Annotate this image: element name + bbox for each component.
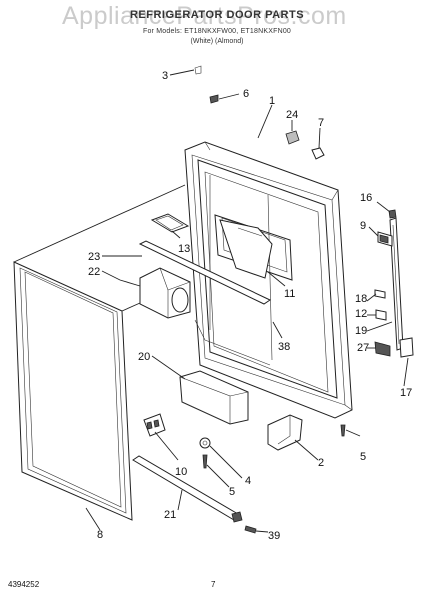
- callout-8: 8: [97, 529, 103, 541]
- screw-6-part: [209, 94, 219, 104]
- callout-7: 7: [318, 117, 324, 129]
- screw-side-part: [340, 424, 346, 437]
- callout-39: 39: [268, 530, 280, 542]
- callout-17: 17: [400, 387, 412, 399]
- door-gasket-part: [13, 261, 133, 521]
- bushing-part: [199, 437, 211, 449]
- callout-10: 10: [175, 466, 187, 478]
- shelf-bar-upper-part: [138, 240, 272, 305]
- callout-9: 9: [360, 220, 366, 232]
- callout-labels: 3 6 1 24 7 13 23 22 11 38 20 16 9 18 12 …: [88, 70, 412, 542]
- cap-24-part: [285, 130, 300, 145]
- callout-5-right: 5: [360, 451, 366, 463]
- door-liner-part: [184, 141, 353, 419]
- diagram-title: REFRIGERATOR DOOR PARTS: [129, 9, 305, 21]
- door-shelf-part: [219, 219, 273, 279]
- callout-12: 12: [355, 308, 367, 320]
- screw-3-part: [194, 65, 202, 75]
- callout-16: 16: [360, 192, 372, 204]
- door-stop-part: [267, 414, 303, 451]
- document-number: 4394252: [8, 580, 40, 589]
- callout-23: 23: [88, 251, 100, 263]
- callout-5-lower: 5: [229, 486, 235, 498]
- model-numbers: For Models: ET18NKXFW00, ET18NKXFN00: [142, 28, 292, 35]
- callout-3: 3: [162, 70, 168, 82]
- bottom-strip-part: [132, 455, 243, 523]
- callout-21: 21: [164, 509, 176, 521]
- callout-1: 1: [269, 95, 275, 107]
- handle-assembly-part: [374, 209, 414, 358]
- watermark: AppliancePartsPros.com: [62, 2, 347, 30]
- page-number: 7: [211, 580, 216, 589]
- callout-27: 27: [357, 342, 369, 354]
- callout-13: 13: [178, 243, 190, 255]
- screw-lower-part: [202, 454, 208, 469]
- hinge-bracket-part: [143, 413, 166, 437]
- callout-4: 4: [245, 475, 251, 487]
- screw-39-part: [244, 525, 257, 534]
- door-panel-outline: [13, 184, 186, 312]
- callout-24: 24: [286, 109, 298, 121]
- color-variants: (White) (Almond): [190, 38, 244, 45]
- callout-19: 19: [355, 325, 367, 337]
- callout-22: 22: [88, 266, 100, 278]
- callout-18: 18: [355, 293, 367, 305]
- dairy-bin-part: [139, 267, 191, 319]
- small-cover-part: [150, 213, 190, 233]
- callout-38: 38: [278, 341, 290, 353]
- door-bin-part: [179, 370, 249, 425]
- leader-lines: [85, 69, 409, 533]
- callout-20: 20: [138, 351, 150, 363]
- callout-11: 11: [284, 288, 295, 300]
- callout-6: 6: [243, 88, 249, 100]
- callout-2: 2: [318, 457, 324, 469]
- plug-7-part: [311, 147, 325, 160]
